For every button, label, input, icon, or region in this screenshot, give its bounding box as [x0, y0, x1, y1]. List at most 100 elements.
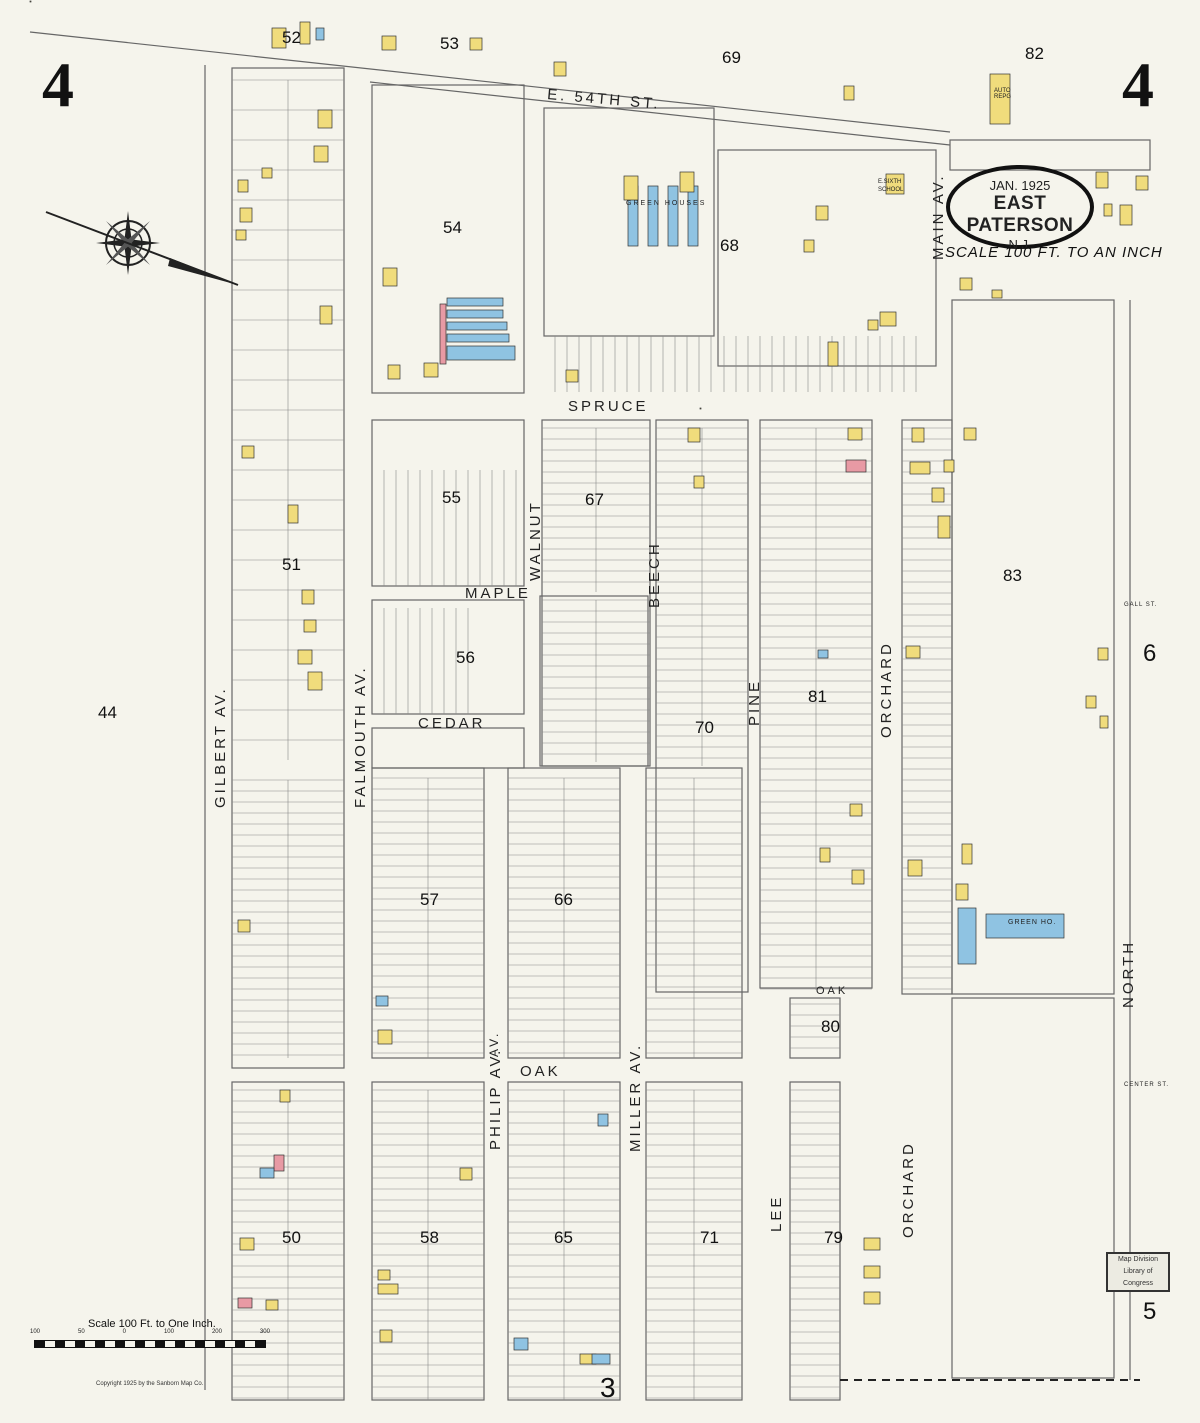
building-footprint: [423, 362, 439, 378]
building-footprint: [279, 1089, 291, 1103]
building-footprint: [303, 619, 317, 633]
street-center: CENTER ST.: [1124, 1082, 1170, 1088]
map-state: N.J.: [1008, 237, 1032, 252]
building-footprint: [261, 167, 273, 179]
building-footprint: [265, 1299, 279, 1311]
block-outline: [655, 419, 749, 993]
building-footprint: [379, 1329, 393, 1343]
scale-number: 200: [211, 1329, 222, 1335]
building-footprint: [307, 671, 323, 691]
block-outline: [231, 67, 345, 1069]
block-67: 67: [585, 490, 604, 509]
building-footprint: [235, 229, 247, 241]
building-footprint: [591, 1353, 611, 1365]
building-footprint: [699, 407, 702, 410]
building-footprint: [693, 475, 705, 489]
block-57: 57: [420, 890, 439, 909]
street-main: MAIN AV.: [930, 173, 947, 260]
street-oak-center: OAK: [520, 1063, 561, 1080]
building-footprint: [885, 173, 905, 195]
label-school: E.SIXTH SCHOOL: [878, 179, 904, 193]
block-66: 66: [554, 890, 573, 909]
building-footprint: [845, 459, 867, 473]
sheet-number-right: 4: [1122, 49, 1154, 120]
street-orchard-lower: ORCHARD: [900, 1141, 917, 1238]
building-footprint: [297, 649, 313, 665]
stamp-line-2: Library of Congress: [1123, 1268, 1153, 1287]
building-footprint: [301, 589, 315, 605]
street-walnut: WALNUT: [527, 500, 544, 581]
map-date: JAN. 1925: [989, 178, 1051, 193]
building-footprint: [446, 321, 508, 331]
building-footprint: [1085, 695, 1097, 709]
copyright-note: Copyright 1925 by the Sanborn Map Co.: [96, 1381, 204, 1387]
label-auto-repair: AUTO REPG: [994, 88, 1012, 100]
adjacent-sheet-6: 6: [1143, 640, 1157, 667]
building-footprint: [667, 185, 679, 247]
building-footprint: [239, 1237, 255, 1251]
street-orchard-upper: ORCHARD: [878, 641, 895, 738]
street-spruce: SPRUCE: [568, 398, 649, 415]
block-68: 68: [720, 236, 739, 255]
block-50: 50: [282, 1228, 301, 1247]
block-65: 65: [554, 1228, 573, 1247]
building-footprint: [647, 185, 659, 247]
building-footprint: [375, 995, 389, 1007]
street-beech: BEECH: [646, 541, 663, 608]
building-footprint: [259, 1167, 275, 1179]
building-footprint: [381, 35, 397, 51]
block-outline: [717, 149, 937, 367]
block-71: 71: [700, 1228, 719, 1247]
building-footprint: [446, 309, 504, 319]
building-footprint: [377, 1029, 393, 1045]
street-edge: [29, 31, 951, 133]
street-cedar: CEDAR: [418, 715, 486, 732]
street-miller: MILLER AV.: [627, 1042, 644, 1152]
building-footprint: [907, 859, 923, 877]
building-footprint: [237, 919, 251, 933]
label-green-ho: GREEN HO.: [1008, 919, 1057, 926]
street-maple: MAPLE: [465, 585, 531, 602]
building-footprint: [1097, 647, 1109, 661]
building-footprint: [819, 847, 831, 863]
building-footprint: [905, 645, 921, 659]
map-title-cartouche: JAN. 1925 EAST PATERSON N.J.: [946, 165, 1094, 252]
building-footprint: [623, 175, 639, 201]
building-footprint: [287, 504, 299, 524]
building-footprint: [851, 869, 865, 885]
building-footprint: [1095, 171, 1109, 189]
scale-number: 300: [259, 1329, 270, 1335]
building-footprint: [961, 843, 973, 865]
building-footprint: [553, 61, 567, 77]
building-footprint: [597, 1113, 609, 1127]
building-footprint: [817, 649, 829, 659]
building-footprint: [377, 1283, 399, 1295]
block-81: 81: [808, 687, 827, 706]
building-footprint: [955, 883, 969, 901]
building-footprint: [1103, 203, 1113, 217]
building-footprint: [459, 1167, 473, 1181]
street-gall: GALL ST.: [1124, 602, 1158, 608]
block-outline: [901, 419, 953, 995]
building-footprint: [937, 515, 951, 539]
building-footprint: [957, 907, 977, 965]
block-58: 58: [420, 1228, 439, 1247]
building-footprint: [827, 341, 839, 367]
building-footprint: [239, 207, 253, 223]
building-footprint: [909, 461, 931, 475]
scale-note-top: SCALE 100 FT. TO AN INCH: [945, 244, 1163, 261]
building-footprint: [849, 803, 863, 817]
building-footprint: [313, 145, 329, 163]
building-footprint: [687, 185, 699, 247]
building-footprint: [271, 27, 287, 49]
building-footprint: [387, 364, 401, 380]
building-footprint: [843, 85, 855, 101]
block-outline: [949, 139, 1151, 171]
block-outline: [789, 997, 841, 1059]
building-footprint: [315, 27, 325, 41]
street-lee: LEE: [768, 1194, 785, 1232]
street-oak-right: OAK: [816, 985, 849, 997]
block-outline: [951, 997, 1115, 1379]
building-footprint: [1119, 204, 1133, 226]
